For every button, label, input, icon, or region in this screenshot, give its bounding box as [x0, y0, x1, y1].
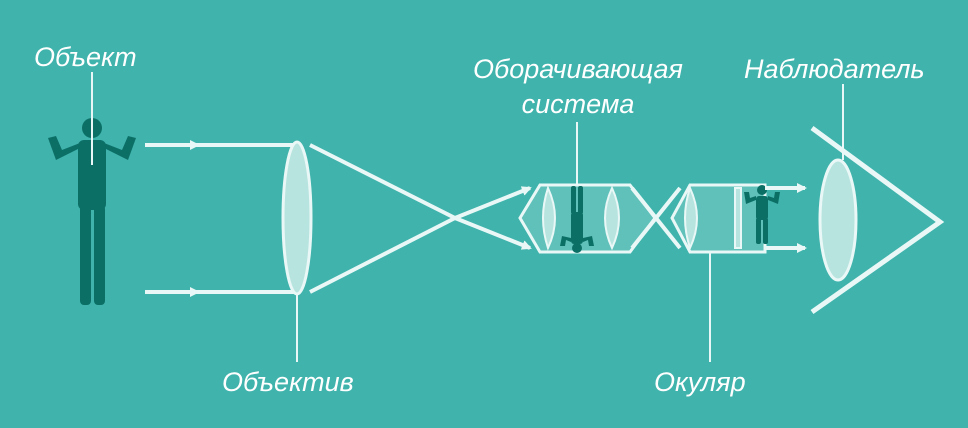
final-image-person-icon [744, 185, 780, 244]
ray-relay-cross-up [630, 186, 682, 250]
ray-objective-down [309, 143, 456, 220]
ray-into-relay-bottom [454, 216, 532, 250]
ray-into-relay-top [454, 186, 532, 220]
label-objective: Объектив [222, 367, 354, 397]
label-observer: Наблюдатель [744, 54, 925, 84]
eyepiece [670, 183, 767, 254]
object-person-icon [48, 118, 136, 305]
inverted-image-person-icon [560, 186, 594, 253]
label-object: Объект [34, 42, 137, 72]
label-eyepiece: Окуляр [654, 367, 746, 397]
inverting-system [518, 183, 657, 254]
objective-lens [281, 140, 313, 296]
ray-objective-up [309, 216, 456, 294]
label-inverting-system-line2: система [521, 89, 635, 119]
label-inverting-system-line1: Оборачивающая [473, 54, 683, 84]
eye-icon [810, 125, 945, 315]
